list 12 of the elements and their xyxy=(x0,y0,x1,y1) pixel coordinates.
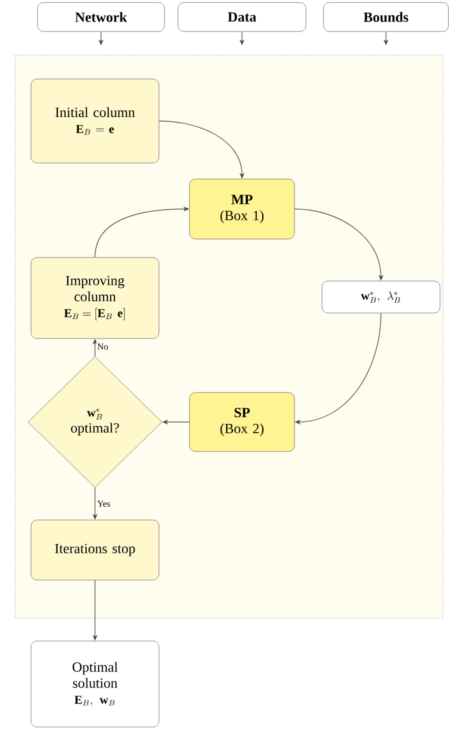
output-box: $\mathbf{w}_B^*,\ \lambda_B^*$ xyxy=(322,280,440,314)
input-box: Data xyxy=(178,2,306,32)
process-box: Iterations stop xyxy=(30,520,160,580)
result-box: Optimal solution $\mathbf{E}_B,\ \mathbf{w}_B$ xyxy=(30,640,160,728)
edge-label: Yes xyxy=(97,500,110,507)
process-box: Initial column $\mathbf{E}_B\!=\!\mathbf{e}$ xyxy=(30,78,160,164)
input-box: Network xyxy=(37,2,165,32)
edge-label: No xyxy=(97,344,108,350)
input-box: Bounds xyxy=(323,2,449,32)
process-box: MP (Box 1) xyxy=(189,178,295,240)
process-box: Improving column $\mathbf{E}_B\!=\![\mathbf{E}_B\ \mathbf{e}]$ xyxy=(30,257,160,339)
process-box: SP (Box 2) xyxy=(189,392,295,452)
